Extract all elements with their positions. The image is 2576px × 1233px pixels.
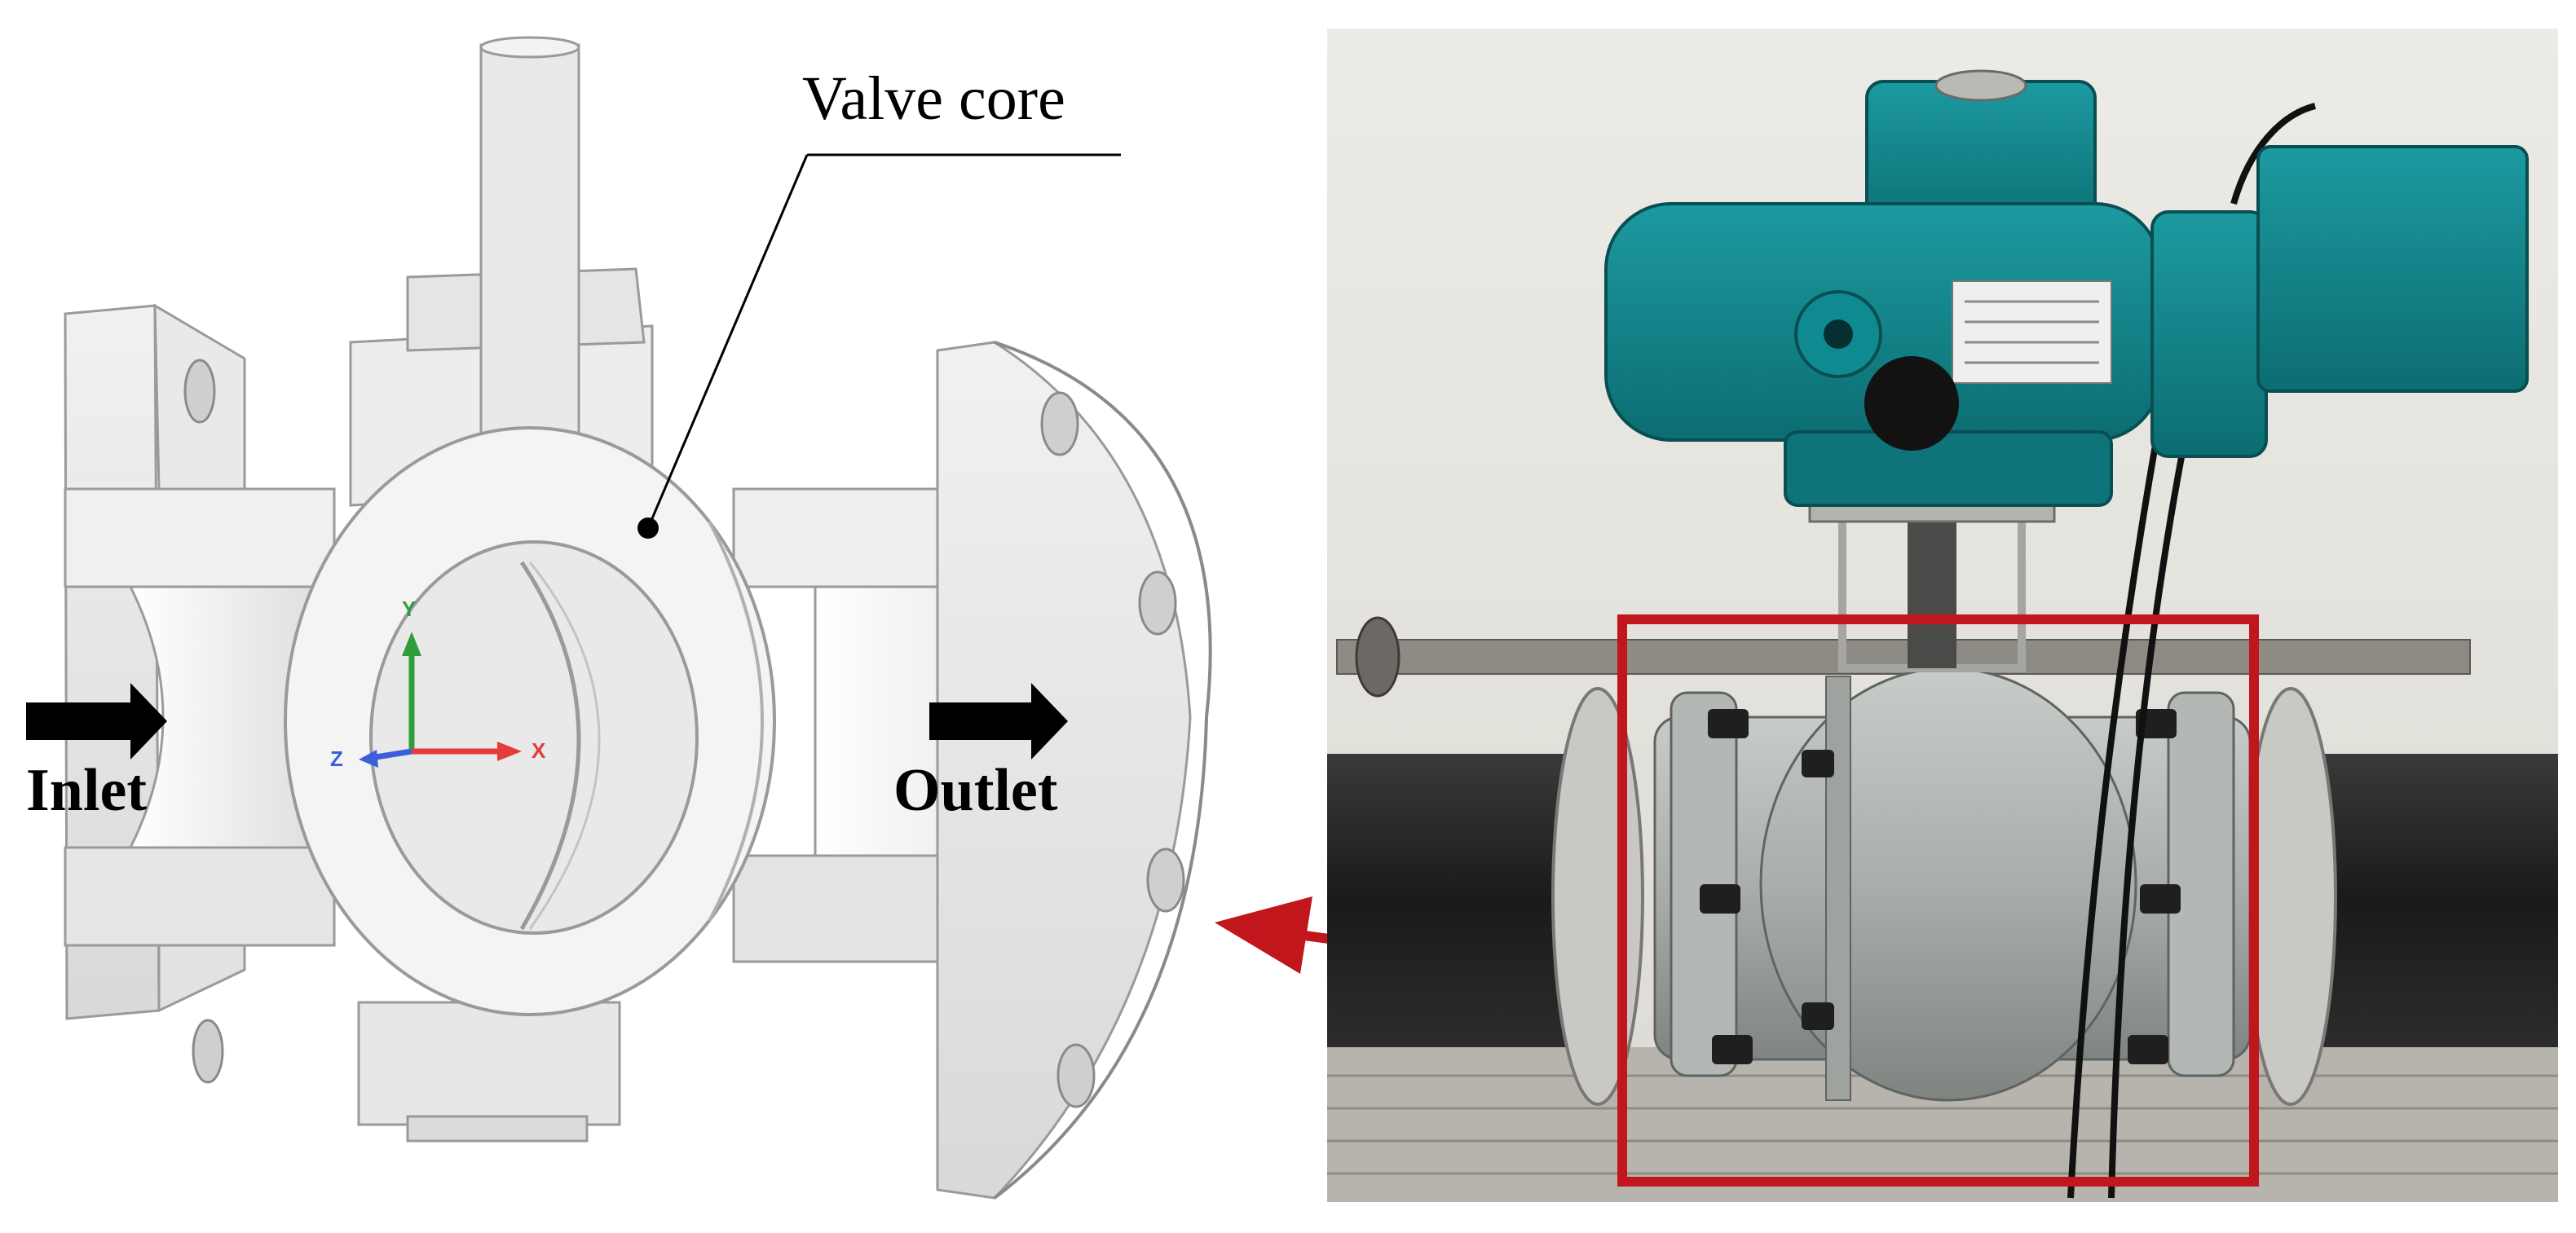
valve-bottom <box>357 1001 621 1143</box>
flange-bolts <box>1700 709 2181 1064</box>
valve-core-label: Valve core <box>802 64 1065 133</box>
z-axis-label: Z <box>330 746 343 771</box>
nameplate-lines <box>1965 300 2099 364</box>
z-axis-line <box>370 748 412 761</box>
inlet-pipe <box>64 487 336 947</box>
y-axis-label: Y <box>402 597 417 621</box>
photo-valve-body <box>1653 667 2252 1102</box>
x-axis-label: X <box>532 738 546 763</box>
actuator-handwheel-cap <box>1864 356 1959 451</box>
highlight-box <box>1617 614 2259 1187</box>
valve-core-leader <box>637 153 1121 539</box>
z-axis-arrow <box>359 750 378 768</box>
electric-actuator <box>1604 69 2529 507</box>
valve-photo <box>1327 29 2558 1202</box>
photo-stem <box>1808 487 2056 672</box>
coordinate-axes <box>359 632 522 768</box>
cables <box>2067 103 2317 1199</box>
inlet-arrow <box>26 683 167 760</box>
valve-cad-model <box>26 36 1212 1200</box>
outlet-label: Outlet <box>893 757 1058 824</box>
actuator-nameplate <box>1952 280 2112 384</box>
valve-core <box>369 540 699 935</box>
outlet-arrow <box>929 683 1068 760</box>
x-axis-arrow <box>497 742 522 761</box>
outlet-flange <box>936 341 1212 1200</box>
y-axis-arrow <box>402 632 421 656</box>
inlet-label: Inlet <box>26 757 147 824</box>
